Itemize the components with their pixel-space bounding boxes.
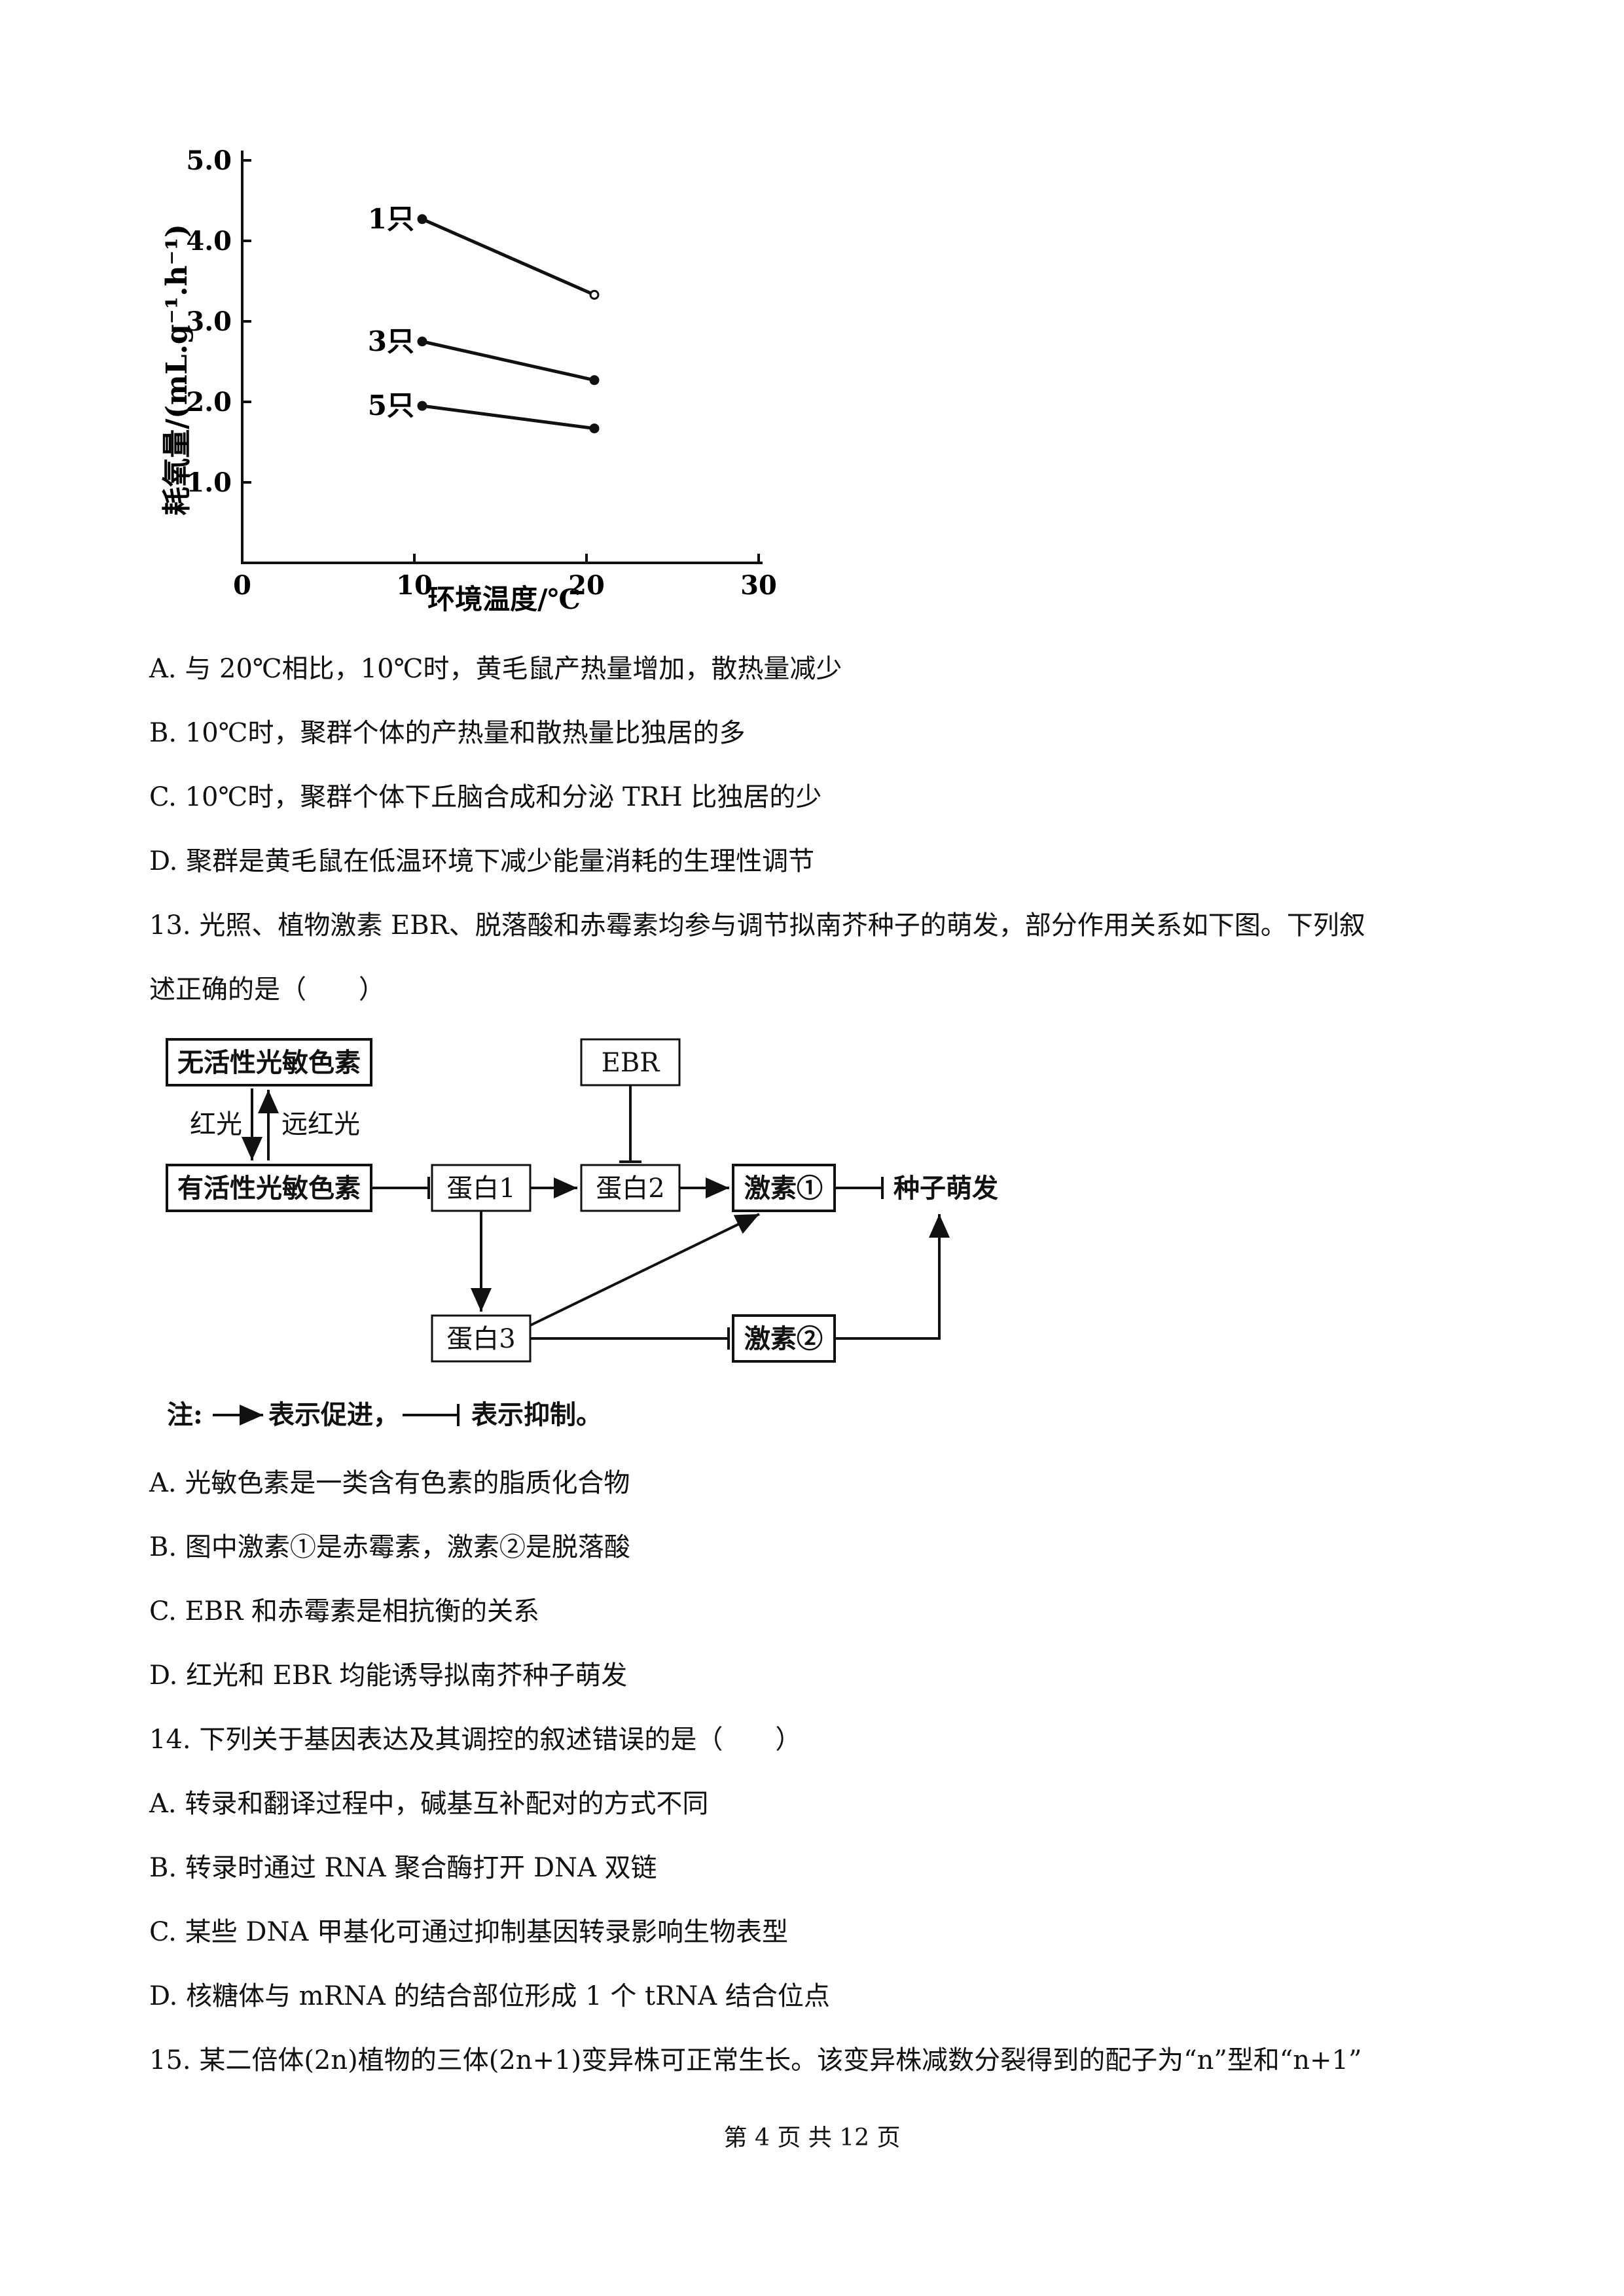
series-label: 1只 xyxy=(368,203,414,235)
active-phytochrome-label: 有活性光敏色素 xyxy=(177,1173,361,1204)
germination-label: 种子萌发 xyxy=(893,1173,998,1204)
arrow-protein3-to-hormone1 xyxy=(530,1213,760,1327)
oxygen-consumption-chart: 耗氧量/(mL.g⁻¹.h⁻¹) 1.0 2.0 3.0 4.0 5.0 0 10 20 30… xyxy=(160,145,777,615)
series-line xyxy=(421,217,596,296)
note-prefix: 注: xyxy=(167,1399,203,1430)
series-line xyxy=(422,404,595,431)
ebr-label: EBR xyxy=(602,1048,661,1078)
q13-option-d: D. 红光和 EBR 均能诱导拟南芥种子萌发 xyxy=(149,1660,628,1691)
data-point xyxy=(417,401,427,411)
data-point xyxy=(589,423,600,434)
q15-stem: 15. 某二倍体(2n)植物的三体(2n+1)变异株可正常生长。该变异株减数分裂… xyxy=(149,2045,1362,2075)
data-point xyxy=(589,289,600,300)
note-inhibit-label: 表示抑制。 xyxy=(471,1399,602,1430)
q12-option-d: D. 聚群是黄毛鼠在低温环境下减少能量消耗的生理性调节 xyxy=(149,846,815,876)
germination-regulation-diagram: 无活性光敏色素 有活性光敏色素 EBR 蛋白1 蛋白2 激素① 种子萌发 蛋白3… xyxy=(166,1038,998,1430)
hormone1-label: 激素① xyxy=(744,1173,823,1204)
x-axis-label: 环境温度/℃ xyxy=(427,583,581,615)
data-point xyxy=(417,336,427,347)
q13-option-c: C. EBR 和赤霉素是相抗衡的关系 xyxy=(149,1596,540,1626)
y-tick-label: 5.0 xyxy=(186,145,232,176)
note-promote-label: 表示促进， xyxy=(268,1399,399,1430)
series-label: 3只 xyxy=(368,325,414,357)
page-footer: 第 4 页 共 12 页 xyxy=(723,2125,901,2151)
x-tick-label: 10 xyxy=(396,570,433,601)
protein3-label: 蛋白3 xyxy=(446,1324,515,1354)
far-red-light-label: 远红光 xyxy=(281,1109,360,1139)
red-light-label: 红光 xyxy=(190,1109,242,1139)
q14-option-b: B. 转录时通过 RNA 聚合酶打开 DNA 双链 xyxy=(149,1853,657,1883)
q13-stem-line1: 13. 光照、植物激素 EBR、脱落酸和赤霉素均参与调节拟南芥种子的萌发，部分作… xyxy=(149,910,1365,941)
protein1-label: 蛋白1 xyxy=(446,1174,515,1204)
x-tick-label: 20 xyxy=(568,570,605,601)
q14-option-c: C. 某些 DNA 甲基化可通过抑制基因转录影响生物表型 xyxy=(149,1917,788,1947)
q12-option-b: B. 10℃时，聚群个体的产热量和散热量比独居的多 xyxy=(149,718,746,748)
q14-stem: 14. 下列关于基因表达及其调控的叙述错误的是（ ） xyxy=(149,1725,802,1755)
q12-option-a: A. 与 20℃相比，10℃时，黄毛鼠产热量增加，散热量减少 xyxy=(149,654,842,684)
series-line xyxy=(422,340,595,382)
q13-option-b: B. 图中激素①是赤霉素，激素②是脱落酸 xyxy=(149,1532,630,1562)
q13-option-a: A. 光敏色素是一类含有色素的脂质化合物 xyxy=(149,1468,630,1498)
data-point xyxy=(417,214,427,224)
y-tick-label: 3.0 xyxy=(186,306,232,337)
q14-option-d: D. 核糖体与 mRNA 的结合部位形成 1 个 tRNA 结合位点 xyxy=(149,1981,830,2011)
x-tick-label: 30 xyxy=(740,570,777,601)
inactive-phytochrome-label: 无活性光敏色素 xyxy=(177,1047,361,1078)
data-point xyxy=(589,375,600,386)
series-label: 5只 xyxy=(368,389,414,422)
y-tick-label: 1.0 xyxy=(186,467,232,498)
inactive-phytochrome-box xyxy=(166,1038,372,1086)
y-tick-label: 2.0 xyxy=(186,387,232,418)
protein2-label: 蛋白2 xyxy=(596,1174,664,1204)
y-tick-label: 4.0 xyxy=(186,226,232,257)
q12-option-c: C. 10℃时，聚群个体下丘脑合成和分泌 TRH 比独居的少 xyxy=(149,782,822,812)
hormone2-label: 激素② xyxy=(744,1323,823,1354)
q13-stem-line2: 述正确的是（ ） xyxy=(149,975,385,1005)
y-axis-label: 耗氧量/(mL.g⁻¹.h⁻¹) xyxy=(160,224,194,516)
y-axis-title: 耗氧量/(mL.g⁻¹.h⁻¹) xyxy=(160,224,194,516)
x-tick-label: 0 xyxy=(233,570,251,601)
arrow-hormone2-to-germination xyxy=(835,1214,950,1340)
q14-option-a: A. 转录和翻译过程中，碱基互补配对的方式不同 xyxy=(149,1789,709,1819)
